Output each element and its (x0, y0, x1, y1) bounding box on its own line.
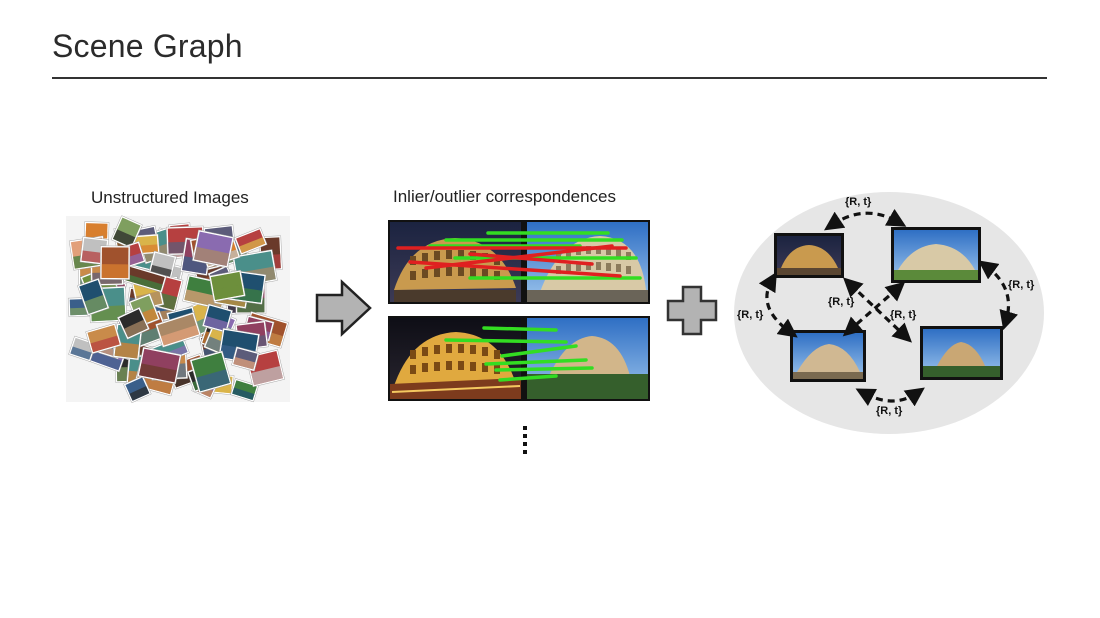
collage-photo (230, 378, 259, 403)
image-pair-top (388, 220, 650, 304)
collage-photo (155, 311, 202, 348)
collage-photo (116, 306, 150, 340)
edge-diagonal-b (843, 277, 912, 343)
collage-photo (99, 245, 131, 280)
edge-bottom (855, 387, 925, 407)
edge-left (758, 271, 798, 338)
inlier-line (498, 374, 558, 382)
edge-right (978, 260, 1018, 331)
right-arrow-icon (315, 279, 372, 337)
graph-node-top-left (774, 233, 844, 278)
collage-photo (110, 215, 143, 250)
collage-photo (233, 227, 268, 256)
collage-tiles (67, 215, 289, 404)
image-pair-bottom (388, 316, 650, 401)
inlier-line (444, 338, 568, 344)
edge-label-bottom: {R, t} (876, 405, 903, 417)
inlier-line (484, 358, 588, 366)
collage-photo (85, 322, 122, 355)
scene-graph: {R, t} {R, t} {R, t} {R, t} {R, t} {R, t… (734, 192, 1044, 434)
unstructured-images-label: Unstructured Images (91, 188, 249, 207)
graph-node-top-right (891, 227, 981, 283)
correspondences-label: Inlier/outlier correspondences (393, 187, 617, 206)
edge-label-left: {R, t} (737, 309, 764, 321)
title-divider (52, 77, 1047, 79)
double-headed-arrow-icon (758, 208, 1018, 407)
collage-photo (123, 264, 167, 293)
vertical-ellipsis-icon (523, 426, 527, 454)
collage-photo (123, 375, 152, 404)
photo-collage (66, 215, 290, 404)
collage-photo (83, 221, 110, 241)
edge-label-center-left: {R, t} (828, 296, 855, 308)
slide-title: Scene Graph (52, 28, 243, 64)
collage-photo (192, 229, 235, 269)
inlier-line (482, 326, 558, 332)
collage-photo (201, 303, 233, 334)
graph-node-bottom-right (920, 326, 1003, 380)
edge-label-center-right: {R, t} (890, 309, 917, 321)
collage-photo (208, 269, 246, 302)
edge-label-right: {R, t} (1008, 279, 1035, 291)
inlier-line (500, 344, 578, 358)
collage-photo (137, 346, 182, 385)
collage-photo (189, 350, 232, 394)
edge-label-top: {R, t} (845, 196, 872, 208)
collage-photo (231, 346, 260, 372)
plus-icon (666, 285, 718, 336)
graph-node-bottom-left (790, 330, 866, 382)
edge-top (824, 208, 907, 231)
collage-photo (77, 277, 110, 316)
inlier-line (494, 366, 594, 372)
outlier-line (468, 252, 594, 266)
